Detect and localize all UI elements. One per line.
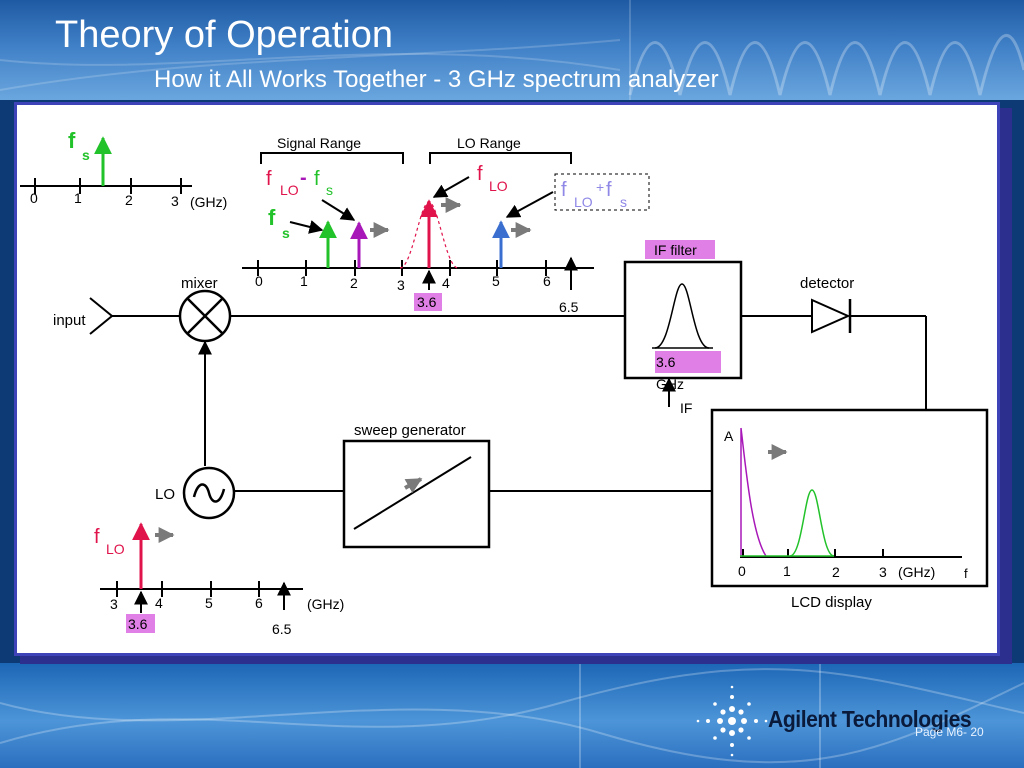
lcd-signal-trace xyxy=(789,489,835,557)
if-filter-label-bg xyxy=(645,240,715,259)
mixing-marker-value: 3.6 xyxy=(417,294,437,310)
agilent-spark-logo xyxy=(696,685,768,757)
if-filter-value-bg xyxy=(655,351,721,373)
lo-tick-3: 3 xyxy=(110,596,118,612)
mixing-tick-0: 0 xyxy=(255,273,263,289)
if-filter-value: 3.6 xyxy=(656,354,676,370)
mixing-fs-pointer xyxy=(289,220,324,234)
sum-f-lo: f xyxy=(561,179,567,201)
sum-s-sub: s xyxy=(620,194,627,210)
lo-spectrum-sub: LO xyxy=(106,541,125,557)
if-label: IF xyxy=(680,400,692,416)
sum-label-box xyxy=(554,173,650,211)
difference-lo-sub: LO xyxy=(280,182,299,198)
input-unit: (GHz) xyxy=(190,194,227,210)
difference-minus: - xyxy=(300,167,307,189)
lo-range-bracket xyxy=(429,152,572,164)
lo-marker-highlight xyxy=(126,614,155,633)
sweep-generator-box xyxy=(342,439,491,549)
footer-banner xyxy=(0,663,1024,768)
sweep-generator-label: sweep generator xyxy=(354,422,466,439)
mixing-lo-sub: LO xyxy=(489,178,508,194)
slide-subtitle: How it All Works Together - 3 GHz spectr… xyxy=(154,66,719,93)
lo-end-value: 6.5 xyxy=(272,621,292,637)
mixing-fs-sub: s xyxy=(282,225,290,241)
header-wave-graphic xyxy=(0,0,1024,100)
lo-range-label: LO Range xyxy=(457,135,521,151)
mixing-marker-highlight xyxy=(414,293,442,311)
if-filter-label: IF filter xyxy=(654,242,697,258)
mixer-label: mixer xyxy=(181,275,218,292)
brand-name: Agilent Technologies xyxy=(768,706,972,732)
sum-pointer xyxy=(505,191,554,218)
mixing-lo-pointer xyxy=(432,176,470,198)
lo-tick-6: 6 xyxy=(255,595,263,611)
mixing-tick-4: 4 xyxy=(442,275,450,291)
sum-lo-sub: LO xyxy=(574,194,593,210)
sine-wave-icon xyxy=(192,483,226,503)
mixing-tick-3: 3 xyxy=(397,277,405,293)
lcd-lo-feedthrough-trace xyxy=(740,427,767,557)
lo-tick-5: 5 xyxy=(205,595,213,611)
mixing-tick-2: 2 xyxy=(350,275,358,291)
input-tick-0: 0 xyxy=(30,190,38,206)
sum-plus: + xyxy=(596,179,604,195)
mixing-tick-6: 6 xyxy=(543,273,551,289)
lcd-display-label: LCD display xyxy=(791,594,872,611)
lcd-tick-3: 3 xyxy=(879,564,887,580)
lo-marker-value: 3.6 xyxy=(128,616,148,632)
mixing-lo-f: f xyxy=(477,163,483,185)
signal-path: input mixer IF filter 3.6 GHz IF detecto… xyxy=(53,240,989,611)
input-tick-3: 3 xyxy=(171,193,179,209)
lo-spectrum-ticks xyxy=(116,581,260,597)
lcd-unit: (GHz) xyxy=(898,564,935,580)
input-tick-1: 1 xyxy=(74,190,82,206)
input-spectrum: f s 0 1 2 3 (GHz) xyxy=(20,128,227,210)
mixing-end-value: 6.5 xyxy=(559,299,579,315)
difference-f-lo: f xyxy=(266,168,272,190)
signal-range-label: Signal Range xyxy=(277,135,361,151)
input-spectrum-ticks xyxy=(34,178,182,194)
lo-tick-4: 4 xyxy=(155,595,163,611)
footer-wave-graphic xyxy=(0,663,1024,768)
if-filter-response xyxy=(654,283,710,349)
lcd-axis-f: f xyxy=(964,566,968,581)
input-signal-f: f xyxy=(68,128,76,153)
difference-s-sub: s xyxy=(326,182,333,198)
mixing-tick-1: 1 xyxy=(300,273,308,289)
lcd-tick-1: 1 xyxy=(783,563,791,579)
difference-f-s: f xyxy=(314,168,320,190)
sum-f-s: f xyxy=(606,179,612,201)
mixing-fs-f: f xyxy=(268,205,276,230)
mixing-axis-ticks xyxy=(257,260,547,276)
input-signal-sub: s xyxy=(82,147,90,163)
input-label: input xyxy=(53,312,86,329)
detector-label: detector xyxy=(800,275,854,292)
input-connector xyxy=(89,297,114,335)
page-number: Page M6- 20 xyxy=(915,725,984,739)
lcd-tick-0: 0 xyxy=(738,563,746,579)
input-tick-2: 2 xyxy=(125,192,133,208)
if-filter-box xyxy=(623,260,743,380)
mixing-spectrum: Signal Range LO Range 0 1 2 3 4 5 6 3.6 … xyxy=(242,135,650,315)
lo-spectrum: f LO 3 4 5 6 (GHz) 3.6 6.5 xyxy=(94,522,344,637)
sweep-direction-arrow xyxy=(404,477,423,494)
lcd-tick-2: 2 xyxy=(832,564,840,580)
lo-spectrum-f: f xyxy=(94,526,100,548)
lo-spectrum-unit: (GHz) xyxy=(307,596,344,612)
detector-diode xyxy=(811,298,851,334)
lcd-axis-a: A xyxy=(724,428,734,444)
slide-title: Theory of Operation xyxy=(55,14,393,56)
signal-range-bracket xyxy=(260,152,404,164)
lcd-display-box xyxy=(710,408,989,588)
header-banner: Theory of Operation How it All Works Tog… xyxy=(0,0,1024,100)
difference-pointer xyxy=(321,199,356,221)
mixing-tick-5: 5 xyxy=(492,273,500,289)
lo-label: LO xyxy=(155,486,175,503)
